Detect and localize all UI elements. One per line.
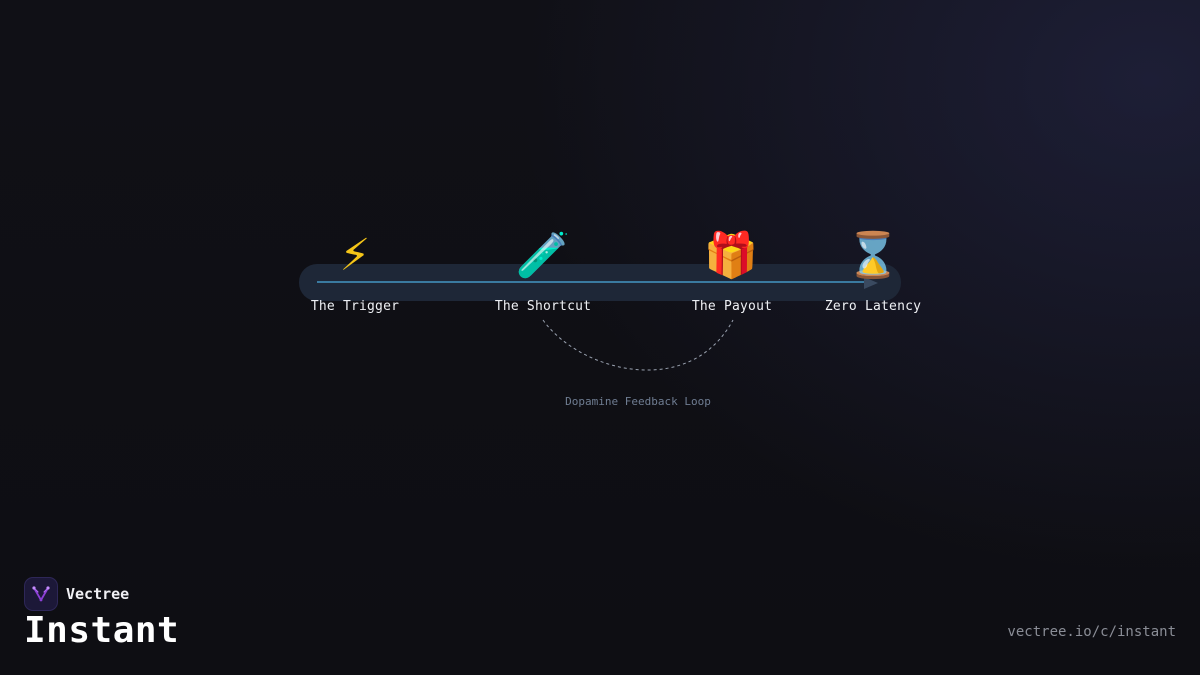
gift-icon: 🎁 (703, 230, 759, 281)
test-tube-icon: 🧪 (515, 230, 571, 281)
vectree-logo-icon (24, 577, 58, 611)
timeline-arrowhead (864, 277, 878, 289)
page-url[interactable]: vectree.io/c/instant (1007, 624, 1176, 640)
hourglass-icon: ⌛ (845, 230, 901, 281)
brand-name: Vectree (66, 585, 130, 603)
node-label-trigger: The Trigger (310, 299, 400, 314)
node-label-zero-latency: Zero Latency (824, 299, 922, 314)
timeline-line (317, 281, 867, 283)
lightning-icon: ⚡ (339, 230, 371, 281)
brand: Vectree (24, 577, 129, 611)
node-label-payout: The Payout (691, 299, 773, 314)
feedback-loop-label: Dopamine Feedback Loop (565, 395, 711, 408)
node-label-shortcut: The Shortcut (494, 299, 592, 314)
page-title: Instant (24, 610, 180, 651)
